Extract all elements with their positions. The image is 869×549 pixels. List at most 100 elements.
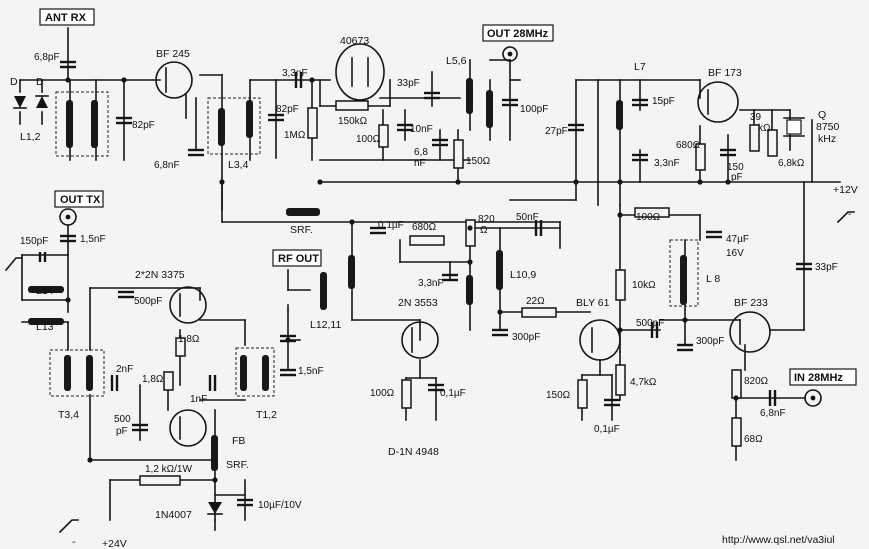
r68k-label: 6,8kΩ [778, 158, 805, 169]
r100-c-label: 100Ω [370, 388, 395, 399]
resistors [139, 100, 778, 486]
capacitors [38, 60, 812, 507]
r1m-label: 1MΩ [284, 130, 306, 141]
c01uf-a-label: 0,1µF [378, 220, 404, 231]
q2n3375-label: 2*2N 3375 [135, 269, 185, 281]
c01uf-b-label: 0,1µF [440, 388, 466, 399]
r150-a-label: 150Ω [466, 156, 491, 167]
port-labels: ANT RX OUT 28MHz OUT TX RF OUT IN 28MHz … [39, 8, 858, 549]
t34-label: T3,4 [58, 409, 79, 421]
r150k-label: 150kΩ [338, 116, 368, 127]
srf2-label: SRF. [226, 459, 249, 471]
l56-label: L5,6 [446, 55, 467, 67]
diode-d2-label: D [36, 76, 44, 88]
c100pf-label: 100pF [520, 104, 548, 115]
component-value-labels: 6,8pF 82pF 6,8nF 3,3nF 82pF 1MΩ 150kΩ 10… [20, 52, 838, 511]
c82pf-a-label: 82pF [132, 120, 155, 131]
r68-label: 68Ω [744, 434, 763, 445]
minus-b-label: - [848, 208, 852, 220]
srf1-label: SRF. [290, 224, 313, 236]
c33nf-a-label: 3,3nF [282, 68, 308, 79]
l1211-label: L12,11 [310, 319, 341, 331]
r47k-label: 4,7kΩ [630, 377, 657, 388]
r18-a-label: 1,8Ω [178, 334, 200, 345]
c150pf-b-label: 150pF [20, 236, 48, 247]
c47uf-label: 47µF [726, 234, 749, 245]
bf245-label: BF 245 [156, 48, 190, 60]
c500pf-c-label: 500pF [636, 318, 664, 329]
c500pf-a-label: 500pF [134, 296, 162, 307]
c01uf-c-label: 0,1µF [594, 424, 620, 435]
c300pf-b-label: 300pF [696, 336, 724, 347]
c500pf-b-unit-label: pF [116, 426, 128, 437]
inductors [28, 78, 687, 471]
rf-out-label: RF OUT [278, 253, 319, 265]
crystal-unit-label: kHz [818, 133, 836, 145]
r150-b-label: 150Ω [546, 390, 571, 401]
shield-boxes [49, 91, 699, 397]
crystal-freq-label: 8750 [816, 121, 840, 133]
c47uf-voltage-label: 16V [726, 248, 744, 259]
r39k-unit-label: kΩ [758, 123, 771, 134]
l14-label: L14 [36, 285, 54, 297]
fb-label: FB [232, 435, 245, 447]
ant-rx-label: ANT RX [45, 12, 87, 24]
c68nf-a-label: 6,8nF [154, 160, 180, 171]
plus24-label: +24V [102, 538, 127, 549]
c68pf-label: 6,8pF [34, 52, 60, 63]
bf233-label: BF 233 [734, 297, 768, 309]
c150pf-a-label: 150 [727, 162, 744, 173]
active-devices [13, 43, 822, 515]
l109-label: L10,9 [510, 269, 536, 281]
receiver-wiring [19, 27, 841, 249]
c82pf-b-label: 82pF [276, 104, 299, 115]
c33pf-b-label: 33pF [815, 262, 838, 273]
c50nf-label: 50nF [516, 212, 539, 223]
c15nf-a-label: 1,5nF [80, 234, 106, 245]
bf173-label: BF 173 [708, 67, 742, 79]
in-28-label: IN 28MHz [794, 372, 843, 384]
c150pf-a-unit-label: pF [731, 172, 743, 183]
r100-a-label: 100Ω [356, 134, 381, 145]
c10uf-label: 10µF/10V [258, 500, 302, 511]
c68nf-b-label: 6,8 [414, 147, 428, 158]
c10nf-label: 10nF [410, 124, 433, 135]
out-28-label: OUT 28MHz [487, 28, 549, 40]
r680-b-label: 680Ω [412, 222, 437, 233]
c15pf-label: 15pF [652, 96, 675, 107]
plus12-label: +12V [833, 184, 858, 196]
c2nf-label: 2nF [116, 364, 133, 375]
l13-label: L13 [36, 321, 54, 333]
r820-a-label: 820 [478, 214, 495, 225]
t12-label: T1,2 [256, 409, 277, 421]
r100-b-label: 100Ω [636, 212, 661, 223]
r820-b-label: 820Ω [744, 376, 769, 387]
r12k-label: 1,2 kΩ/1W [145, 464, 192, 475]
coil-labels: L1,2 L3,4 L5,6 L7 L14 L13 T3,4 T1,2 L12,… [20, 55, 720, 471]
l12-label: L1,2 [20, 131, 41, 143]
c500pf-b-label: 500 [114, 414, 131, 425]
c33pf-a-label: 33pF [397, 78, 420, 89]
r820-a-unit-label: Ω [480, 225, 488, 236]
diode-d1-label: D [10, 76, 18, 88]
out-tx-label: OUT TX [60, 194, 101, 206]
diode-1n4007-label: 1N4007 [155, 509, 192, 521]
r39k-label: 39 [750, 112, 762, 123]
diode-note-label: D-1N 4948 [388, 446, 439, 458]
c33nf-b-label: 3,3nF [654, 158, 680, 169]
r18-b-label: 1,8Ω [142, 374, 164, 385]
r680-a-label: 680Ω [676, 140, 701, 151]
l7-label: L7 [634, 61, 646, 73]
c33nf-c-label: 3,3nF [418, 278, 444, 289]
c300pf-a-label: 300pF [512, 332, 540, 343]
bly61-label: BLY 61 [576, 297, 610, 309]
minus-a-label: - [72, 536, 76, 548]
semiconductor-labels: BF 245 40673 BF 173 2*2N 3375 2N 3553 BL… [10, 35, 840, 521]
ground-symbols [4, 211, 855, 534]
l34-label: L3,4 [228, 159, 249, 171]
source-url: http://www.qsl.net/va3iul [722, 534, 835, 546]
c1nf-label: 1nF [190, 394, 207, 405]
c15nf-b-label: 1,5nF [298, 366, 324, 377]
